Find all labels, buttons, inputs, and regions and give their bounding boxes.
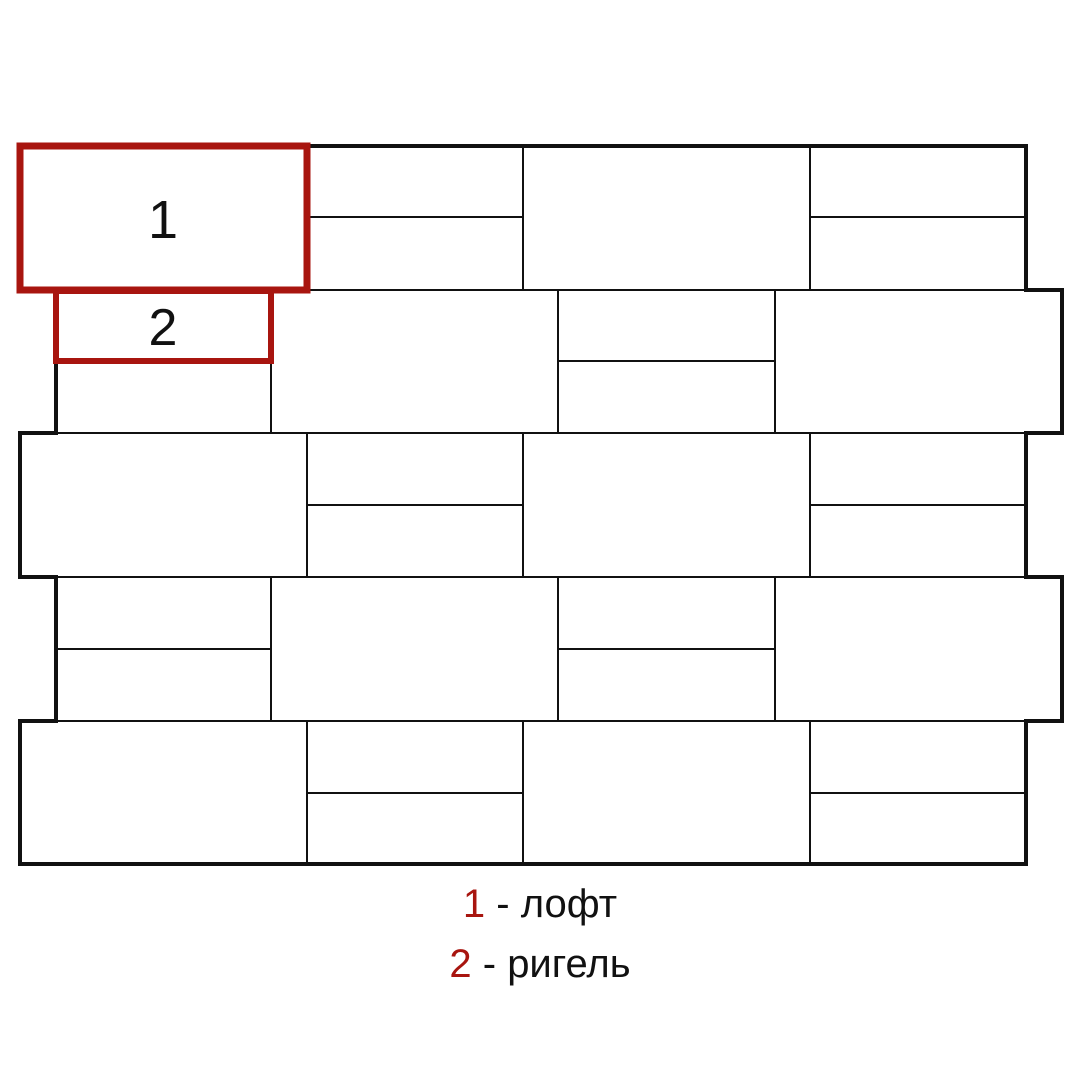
legend-separator: - — [471, 942, 508, 986]
legend-number: 1 — [462, 882, 486, 926]
legend-number: 2 — [449, 942, 472, 986]
loft-number-label: 1 — [148, 190, 178, 250]
riegel-number-label: 2 — [149, 299, 178, 357]
riegel-highlight-box — [53, 288, 274, 364]
legend-item-loft: 1 - лофт — [0, 884, 1080, 924]
legend-text: лофт — [520, 882, 618, 926]
legend-item-riegel: 2 - ригель — [0, 944, 1080, 984]
loft-highlight-box — [16, 142, 311, 294]
legend-separator: - — [485, 882, 521, 926]
legend-text: ригель — [507, 942, 631, 986]
